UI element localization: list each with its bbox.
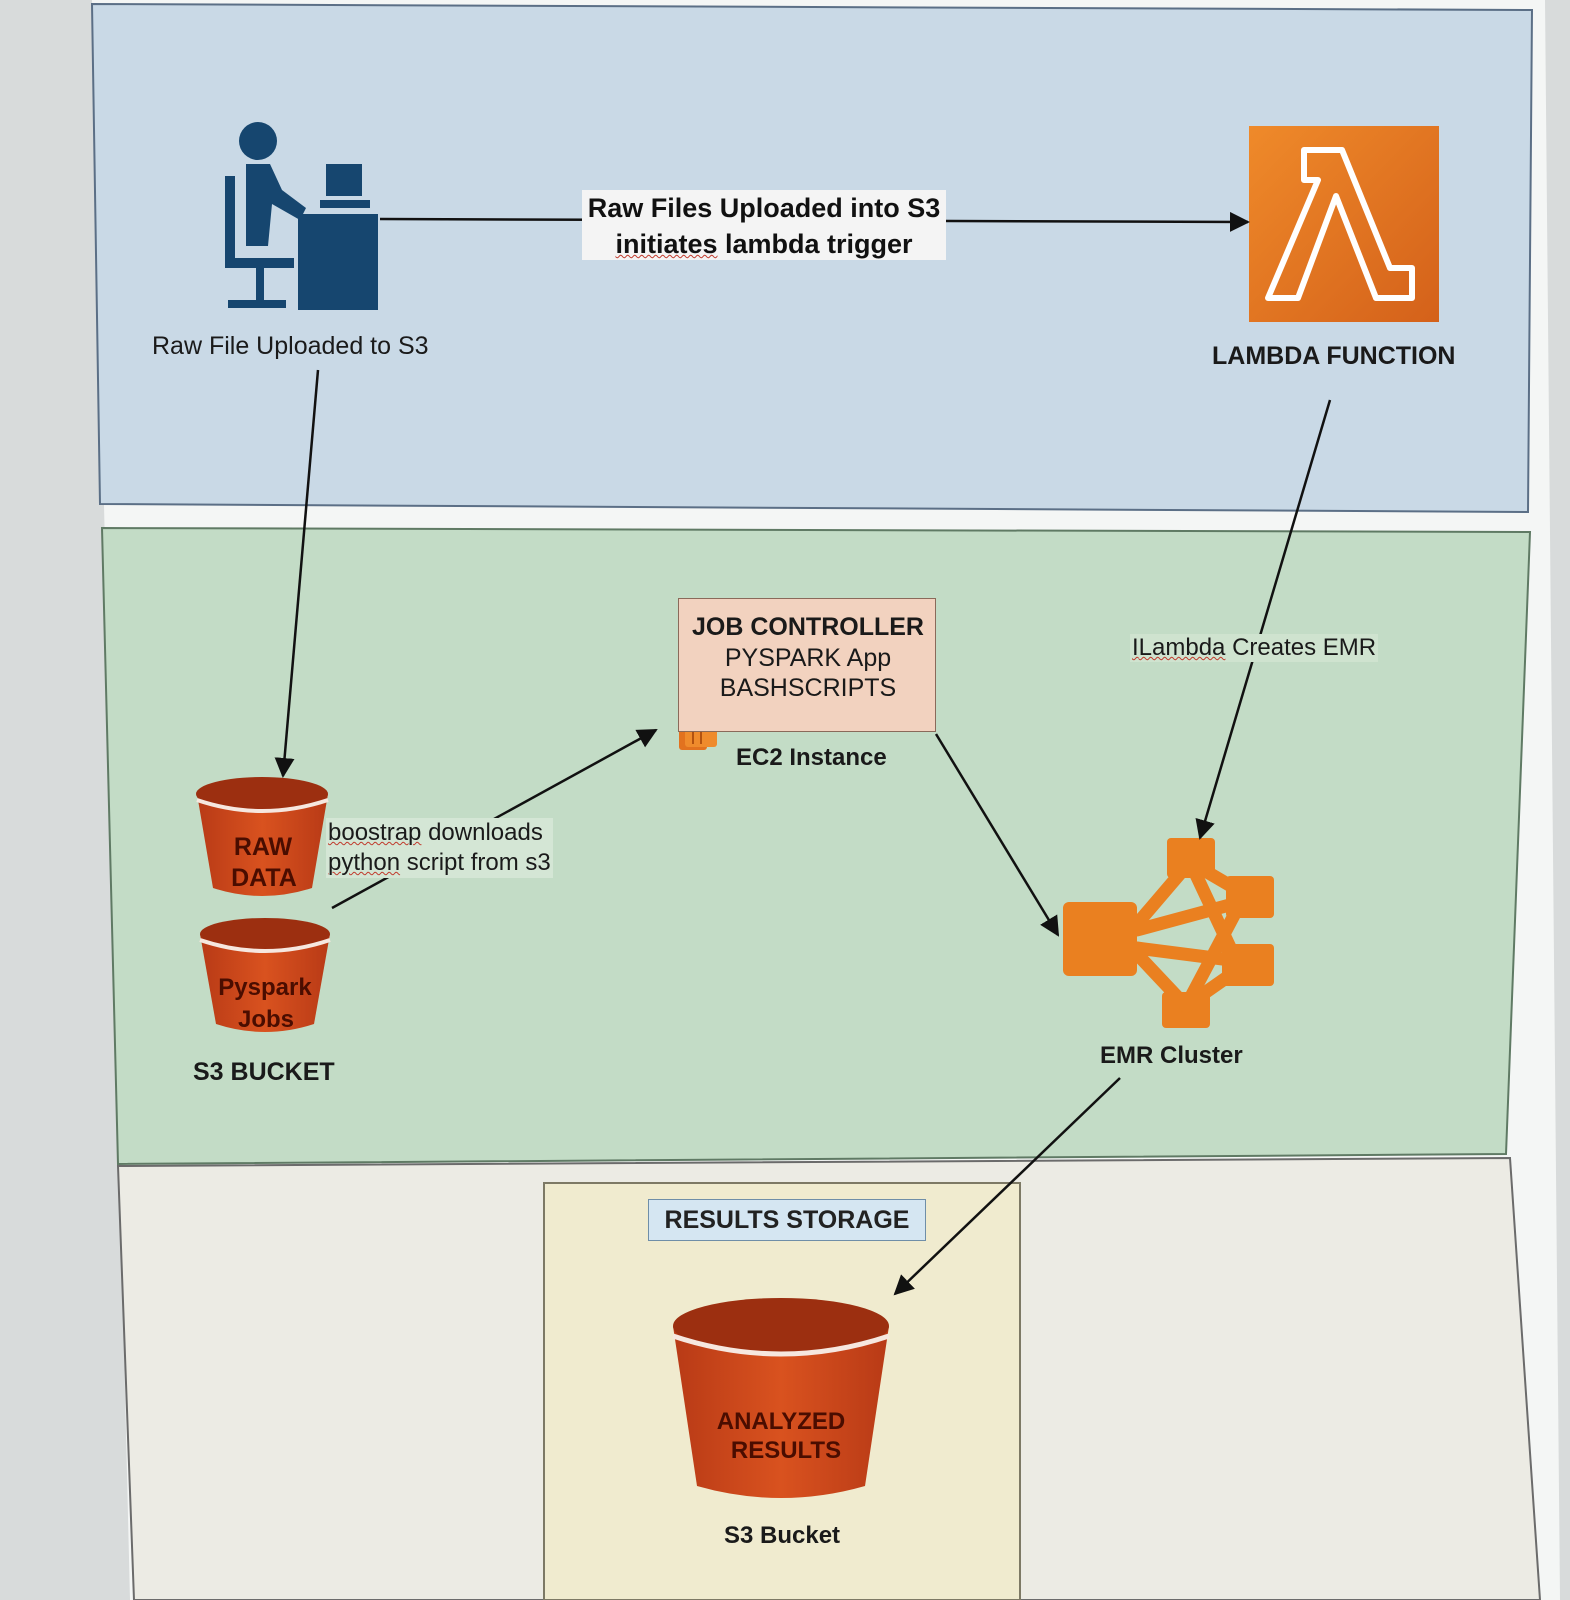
job-controller-box: JOB CONTROLLER PYSPARK App BASHSCRIPTS — [678, 598, 936, 732]
user-label: Raw File Uploaded to S3 — [152, 332, 429, 360]
arrow-emr-to-results — [893, 1077, 1121, 1296]
raw-data-line1: RAW — [233, 833, 293, 861]
aws-lambda-icon — [1249, 126, 1439, 322]
ec2-instance-label: EC2 Instance — [736, 744, 887, 771]
pyspark-jobs-line2: Jobs — [237, 1006, 294, 1033]
arrow-ec2-to-emr — [934, 733, 1060, 937]
results-storage-title: RESULTS STORAGE — [648, 1199, 926, 1241]
s3-bucket-raw-data — [196, 777, 329, 896]
lambda-label: LAMBDA FUNCTION — [1212, 342, 1456, 370]
upload-flow-line2: initiates lambda trigger — [615, 229, 913, 259]
job-controller-title: JOB CONTROLLER — [692, 613, 924, 641]
upload-flow-label: Raw Files Uploaded into S3 initiates lam… — [582, 190, 946, 260]
bootstrap-label: boostrap downloads python script from s3 — [326, 818, 553, 878]
bootstrap-line1: boostrap downloads — [328, 819, 543, 846]
pyspark-jobs-line1: Pyspark — [218, 974, 312, 1001]
job-controller-bash: BASHSCRIPTS — [719, 674, 897, 702]
s3-bucket-label: S3 BUCKET — [193, 1058, 335, 1086]
bootstrap-line2: python script from s3 — [328, 849, 551, 876]
arrow-user-to-bucket — [274, 369, 320, 778]
user-at-computer-icon — [225, 122, 378, 310]
lambda-creates-emr-label: ILambda Creates EMR — [1130, 634, 1379, 662]
aws-emr-icon — [1063, 838, 1274, 1028]
s3-bucket-analyzed-results — [672, 1298, 890, 1498]
emr-cluster-label: EMR Cluster — [1100, 1042, 1243, 1069]
results-s3-bucket-label: S3 Bucket — [724, 1522, 841, 1549]
raw-data-line2: DATA — [231, 864, 297, 892]
s3-bucket-pyspark-jobs — [199, 918, 331, 1032]
analyzed-results-line2: RESULTS — [730, 1437, 842, 1464]
analyzed-results-line1: ANALYZED — [716, 1408, 846, 1435]
arrow-lambda-to-emr — [1195, 399, 1332, 840]
job-controller-pyspark: PYSPARK App — [724, 644, 892, 672]
upload-flow-line1: Raw Files Uploaded into S3 — [587, 193, 941, 223]
